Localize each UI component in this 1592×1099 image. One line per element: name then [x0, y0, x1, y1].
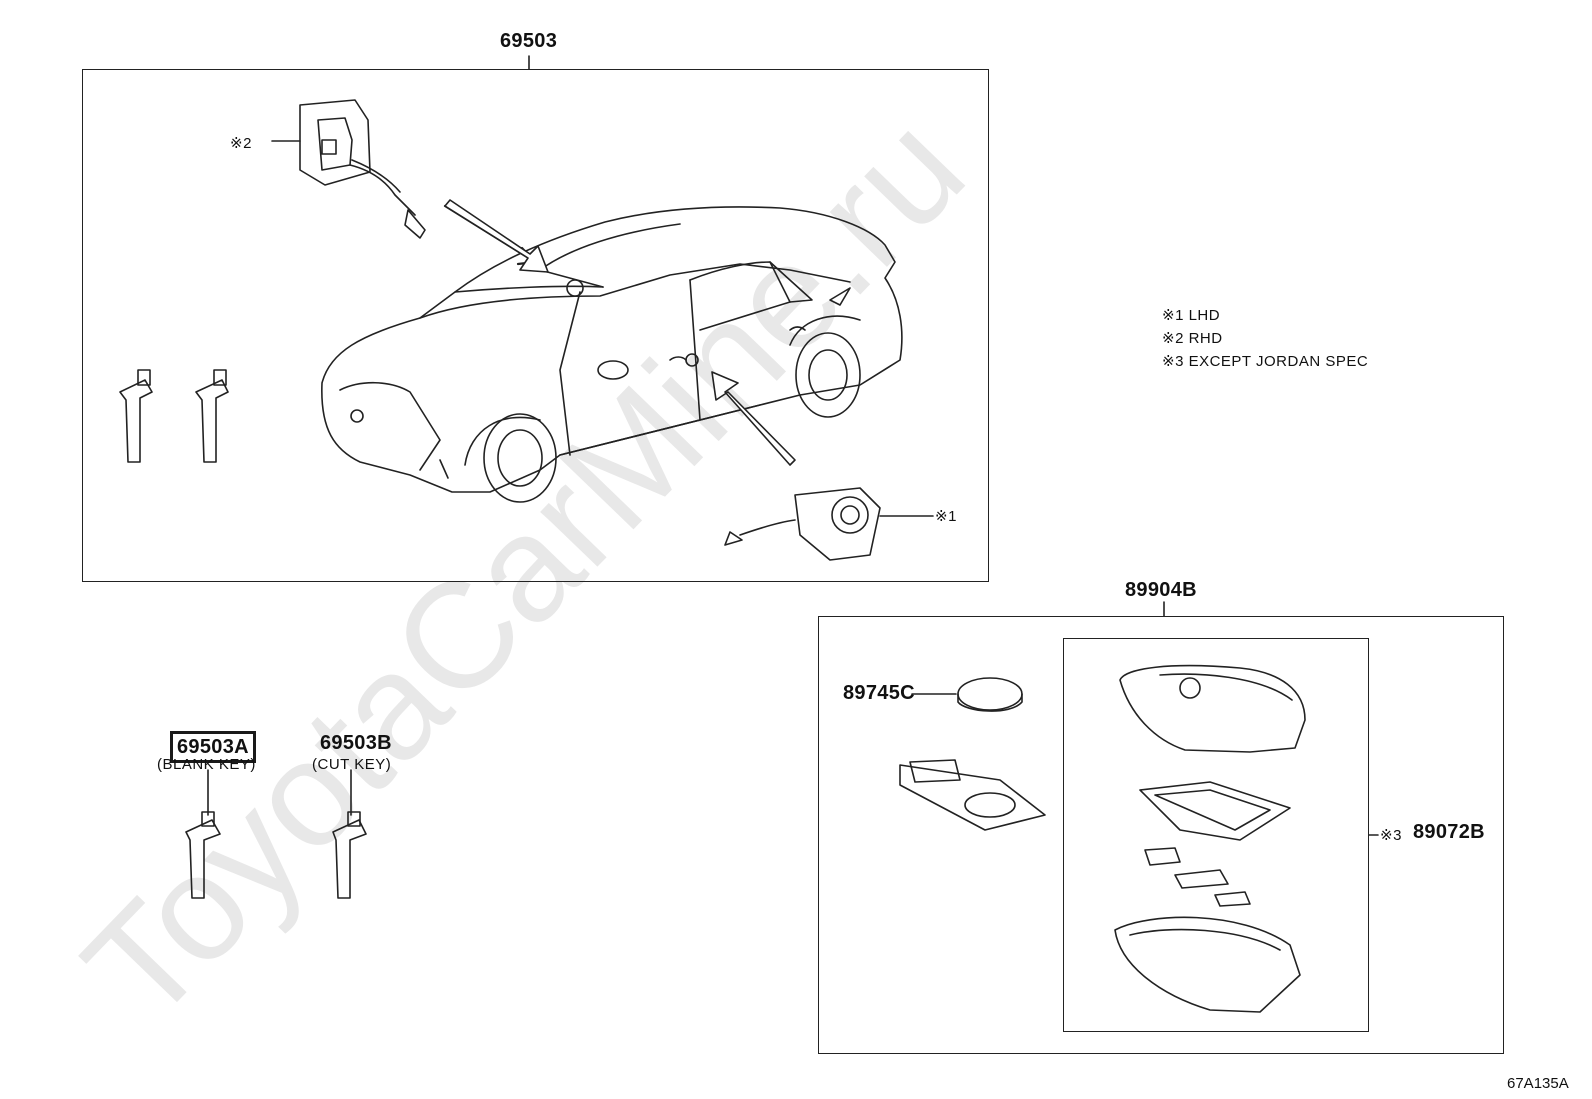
- battery-illustration: [911, 677, 1023, 712]
- blank-key-description: (BLANK KEY): [157, 756, 256, 773]
- battery-part-number[interactable]: 89745C: [843, 682, 915, 704]
- blank-key-part-number[interactable]: 69503A: [170, 731, 256, 763]
- diagram-code: 67A135A: [1507, 1075, 1569, 1092]
- lock-set-key-left: [119, 369, 153, 463]
- arrow-to-rhd-head: [444, 199, 549, 273]
- arrow-to-lhd-head: [711, 371, 796, 466]
- circuit-board-illustration: [899, 759, 1046, 831]
- transmitter-housing-part-number[interactable]: 89072B: [1413, 821, 1485, 843]
- key-set-frame: [818, 616, 1504, 1054]
- rhd-lock-callout: ※2: [230, 135, 252, 152]
- cut-key-description: (CUT KEY): [312, 756, 392, 773]
- car-illustration: [321, 206, 903, 503]
- legend-item-lhd: ※1 LHD: [1162, 307, 1221, 324]
- legend-item-rhd: ※2 RHD: [1162, 330, 1223, 347]
- cut-key-illustration: [332, 769, 367, 899]
- blank-key-illustration: [185, 769, 221, 899]
- cut-key-part-number[interactable]: 69503B: [320, 732, 392, 754]
- transmitter-housing-note-mark: ※3: [1380, 827, 1402, 844]
- lock-set-part-number[interactable]: 69503: [500, 30, 558, 52]
- transmitter-buttons: [1144, 847, 1251, 907]
- lock-set-key-right: [195, 369, 229, 463]
- transmitter-inner-frame: [1139, 781, 1291, 841]
- transmitter-top-cover: [1119, 664, 1306, 753]
- lhd-lock-cylinder: [724, 487, 934, 561]
- legend-item-except-jordan: ※3 EXCEPT JORDAN SPEC: [1162, 353, 1369, 370]
- lock-set-frame: [82, 69, 989, 582]
- key-set-part-number[interactable]: 89904B: [1125, 579, 1197, 601]
- lhd-lock-callout: ※1: [935, 508, 957, 525]
- transmitter-bottom-case: [1114, 916, 1301, 1013]
- rhd-lock-cylinder: [271, 99, 426, 239]
